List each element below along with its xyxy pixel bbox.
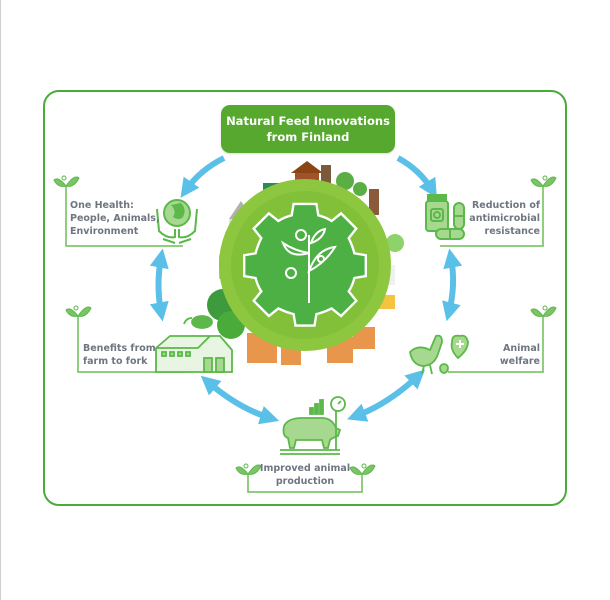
medicine-bottle-pills-icon bbox=[425, 194, 465, 240]
arrow-farm-production bbox=[200, 375, 280, 425]
gear-icon bbox=[243, 202, 367, 327]
barn-chicken-icon bbox=[155, 315, 233, 373]
label-farm-to-fork: Benefits from farm to fork bbox=[83, 342, 156, 368]
label-animal-welfare: Animal welfare bbox=[480, 342, 540, 368]
globe-in-hands-icon bbox=[156, 199, 198, 244]
arrow-title-to-one-health bbox=[180, 155, 226, 198]
label-line: Improved animal bbox=[259, 463, 351, 474]
label-line: farm to fork bbox=[83, 356, 148, 367]
label-line: Benefits from bbox=[83, 343, 156, 354]
label-line: welfare bbox=[499, 356, 540, 367]
sprout-icon bbox=[530, 305, 557, 317]
sprout-icon bbox=[530, 175, 557, 187]
gear-sprout-planet-icon bbox=[207, 161, 404, 365]
label-line: Reduction of bbox=[471, 200, 540, 211]
arrow-title-to-antimicrobial bbox=[396, 155, 437, 199]
label-line: Environment bbox=[70, 226, 139, 237]
arrow-one-health-farm bbox=[149, 248, 169, 322]
diagram-frame bbox=[43, 90, 567, 506]
label-line: Animal bbox=[503, 343, 540, 354]
bracket-antimicrobial bbox=[440, 186, 544, 247]
label-line: production bbox=[275, 476, 335, 487]
hen-chick-heart-icon bbox=[409, 334, 469, 375]
pig-on-scale-icon bbox=[280, 396, 346, 455]
bracket-welfare bbox=[448, 316, 544, 373]
sprout-icon bbox=[349, 463, 376, 475]
bracket-farm bbox=[77, 316, 190, 373]
sprout-icon bbox=[235, 463, 262, 475]
bracket-one-health bbox=[65, 186, 183, 247]
page-edge-line bbox=[0, 0, 1, 600]
arrow-antimicrobial-welfare bbox=[442, 248, 463, 322]
label-line: antimicrobial bbox=[469, 213, 540, 224]
label-line: People, Animals, bbox=[70, 213, 160, 224]
label-line: One Health: bbox=[70, 200, 134, 211]
label-animal-production: Improved animal production bbox=[255, 462, 355, 488]
sprout-icon bbox=[280, 227, 337, 303]
sprout-icon bbox=[65, 305, 92, 317]
sprout-icon bbox=[53, 175, 80, 187]
title-line-1: Natural Feed Innovations bbox=[226, 114, 390, 128]
label-antimicrobial: Reduction of antimicrobial resistance bbox=[462, 199, 540, 238]
bracket-production bbox=[247, 474, 363, 493]
label-line: resistance bbox=[484, 226, 540, 237]
title-line-2: from Finland bbox=[266, 130, 350, 144]
arrow-welfare-production bbox=[347, 369, 426, 422]
label-one-health: One Health: People, Animals, Environment bbox=[70, 199, 160, 238]
title-box: Natural Feed Innovations from Finland bbox=[221, 105, 395, 153]
